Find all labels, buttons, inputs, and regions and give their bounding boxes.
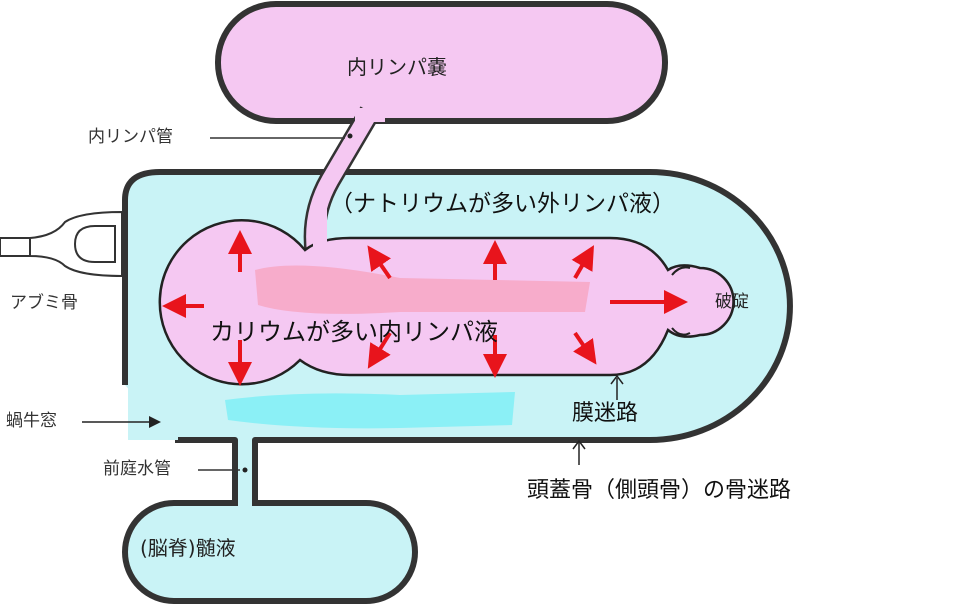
- stapes-icon: [0, 210, 123, 278]
- vestibular-aqueduct-label: 前庭水管: [103, 459, 171, 479]
- cochlear-window-label: 蝸牛窓: [6, 411, 57, 431]
- endolymphatic-sac: [215, 1, 668, 124]
- stapes-label: アブミ骨: [10, 293, 78, 313]
- membranous-labyrinth-label: 膜迷路: [572, 401, 639, 426]
- bony-labyrinth-label: 頭蓋骨（側頭骨）の骨迷路: [527, 478, 792, 503]
- sodium-band: [225, 392, 515, 429]
- potassium-band: [255, 265, 590, 314]
- csf-label: (脳脊)髄液: [140, 536, 236, 560]
- endolymphatic-duct-label: 内リンパ管: [88, 127, 173, 147]
- pressure-arrows: [162, 230, 688, 386]
- perilymph-label: （ナトリウムが多い外リンパ液）: [330, 191, 675, 217]
- endolymphatic-sac-label: 内リンパ嚢: [347, 55, 447, 79]
- rupture-label: 破碇: [715, 292, 749, 312]
- csf-sac: [122, 500, 418, 604]
- endolymph-label: カリウムが多い内リンパ液: [210, 318, 498, 346]
